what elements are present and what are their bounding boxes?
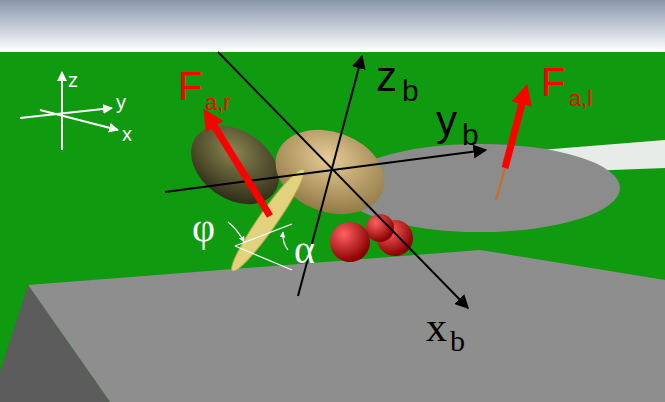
platform-top — [28, 250, 665, 402]
axis-subscript: b — [462, 120, 479, 150]
angle-lines — [228, 222, 292, 270]
ground — [0, 52, 665, 402]
sky — [0, 0, 665, 52]
force-subscript: a,r — [205, 92, 231, 114]
axis-label: z — [376, 56, 397, 98]
force-stem — [496, 168, 505, 200]
axis-label: y — [436, 100, 457, 142]
force-arrow — [505, 92, 525, 168]
world-axis-label: x — [122, 124, 132, 144]
force-subscript: a,l — [569, 88, 592, 110]
body-axes — [165, 52, 486, 308]
world-axis-label: y — [116, 92, 126, 112]
platform-side — [0, 285, 110, 402]
axis-label: x — [426, 306, 447, 348]
angle-label: φ — [192, 208, 215, 248]
axis-subscript: b — [402, 76, 419, 106]
axis-subscript: b — [450, 326, 465, 356]
force-label: F — [178, 66, 202, 106]
red-sphere — [330, 222, 370, 262]
force-label: F — [541, 62, 565, 102]
world-axis-label: z — [68, 70, 78, 90]
force-arrow — [208, 116, 270, 216]
angle-label: α — [294, 230, 315, 270]
